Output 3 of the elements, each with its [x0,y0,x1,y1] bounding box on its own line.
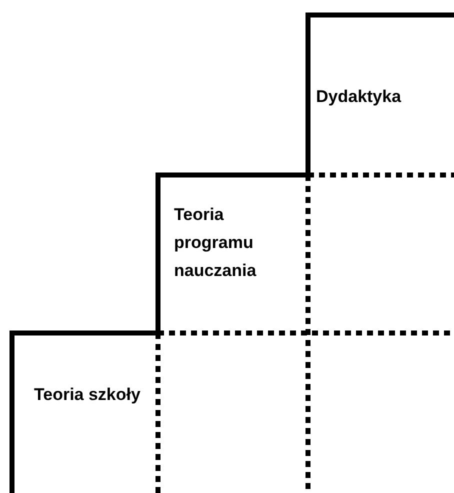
region-label: Dydaktyka [316,86,402,108]
region-label: Teoria szkoły [34,384,142,406]
region-label: Teoria programu nauczania [174,204,258,282]
